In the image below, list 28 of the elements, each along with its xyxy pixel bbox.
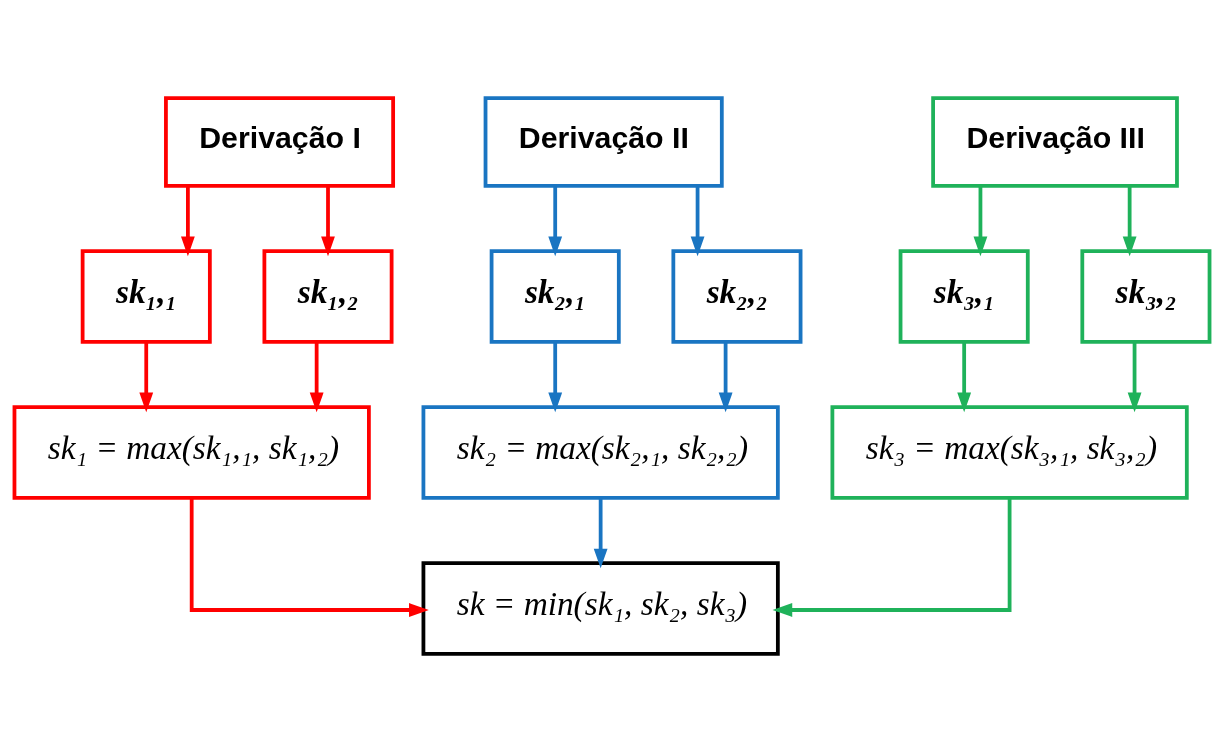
node-box: sk₁,₂ (262, 248, 394, 344)
node-box: sk₂,₁ (489, 248, 621, 344)
node-box: sk₃,₁ (898, 248, 1030, 344)
arrow (718, 341, 733, 412)
arrow (139, 341, 154, 412)
node-box: Derivação II (483, 95, 724, 188)
arrow (772, 497, 1012, 617)
node-box: Derivação I (164, 95, 396, 188)
node-box: sk₃ = max(sk₃,₁, sk₃,₂) (830, 404, 1189, 500)
arrow (690, 185, 705, 256)
node-box: sk₁ = max(sk₁,₁, sk₁,₂) (12, 404, 371, 500)
arrow (548, 341, 563, 412)
node-box: sk₂,₂ (671, 248, 803, 344)
node-box: sk₂ = max(sk₂,₁, sk₂,₂) (421, 404, 780, 500)
arrow (1122, 185, 1137, 256)
node-box: sk₃,₂ (1080, 248, 1212, 344)
arrow (189, 497, 429, 617)
arrow (321, 185, 335, 256)
node-box: sk₁,₁ (80, 248, 212, 344)
arrow (309, 341, 324, 412)
arrow (180, 185, 195, 256)
arrow (593, 497, 608, 568)
arrow (548, 185, 563, 256)
arrow (957, 341, 972, 412)
arrow (1127, 341, 1142, 412)
node-box: Derivação III (931, 95, 1179, 188)
node-box: sk = min(sk₁, sk₂, sk₃) (421, 560, 780, 656)
arrow (973, 185, 988, 256)
